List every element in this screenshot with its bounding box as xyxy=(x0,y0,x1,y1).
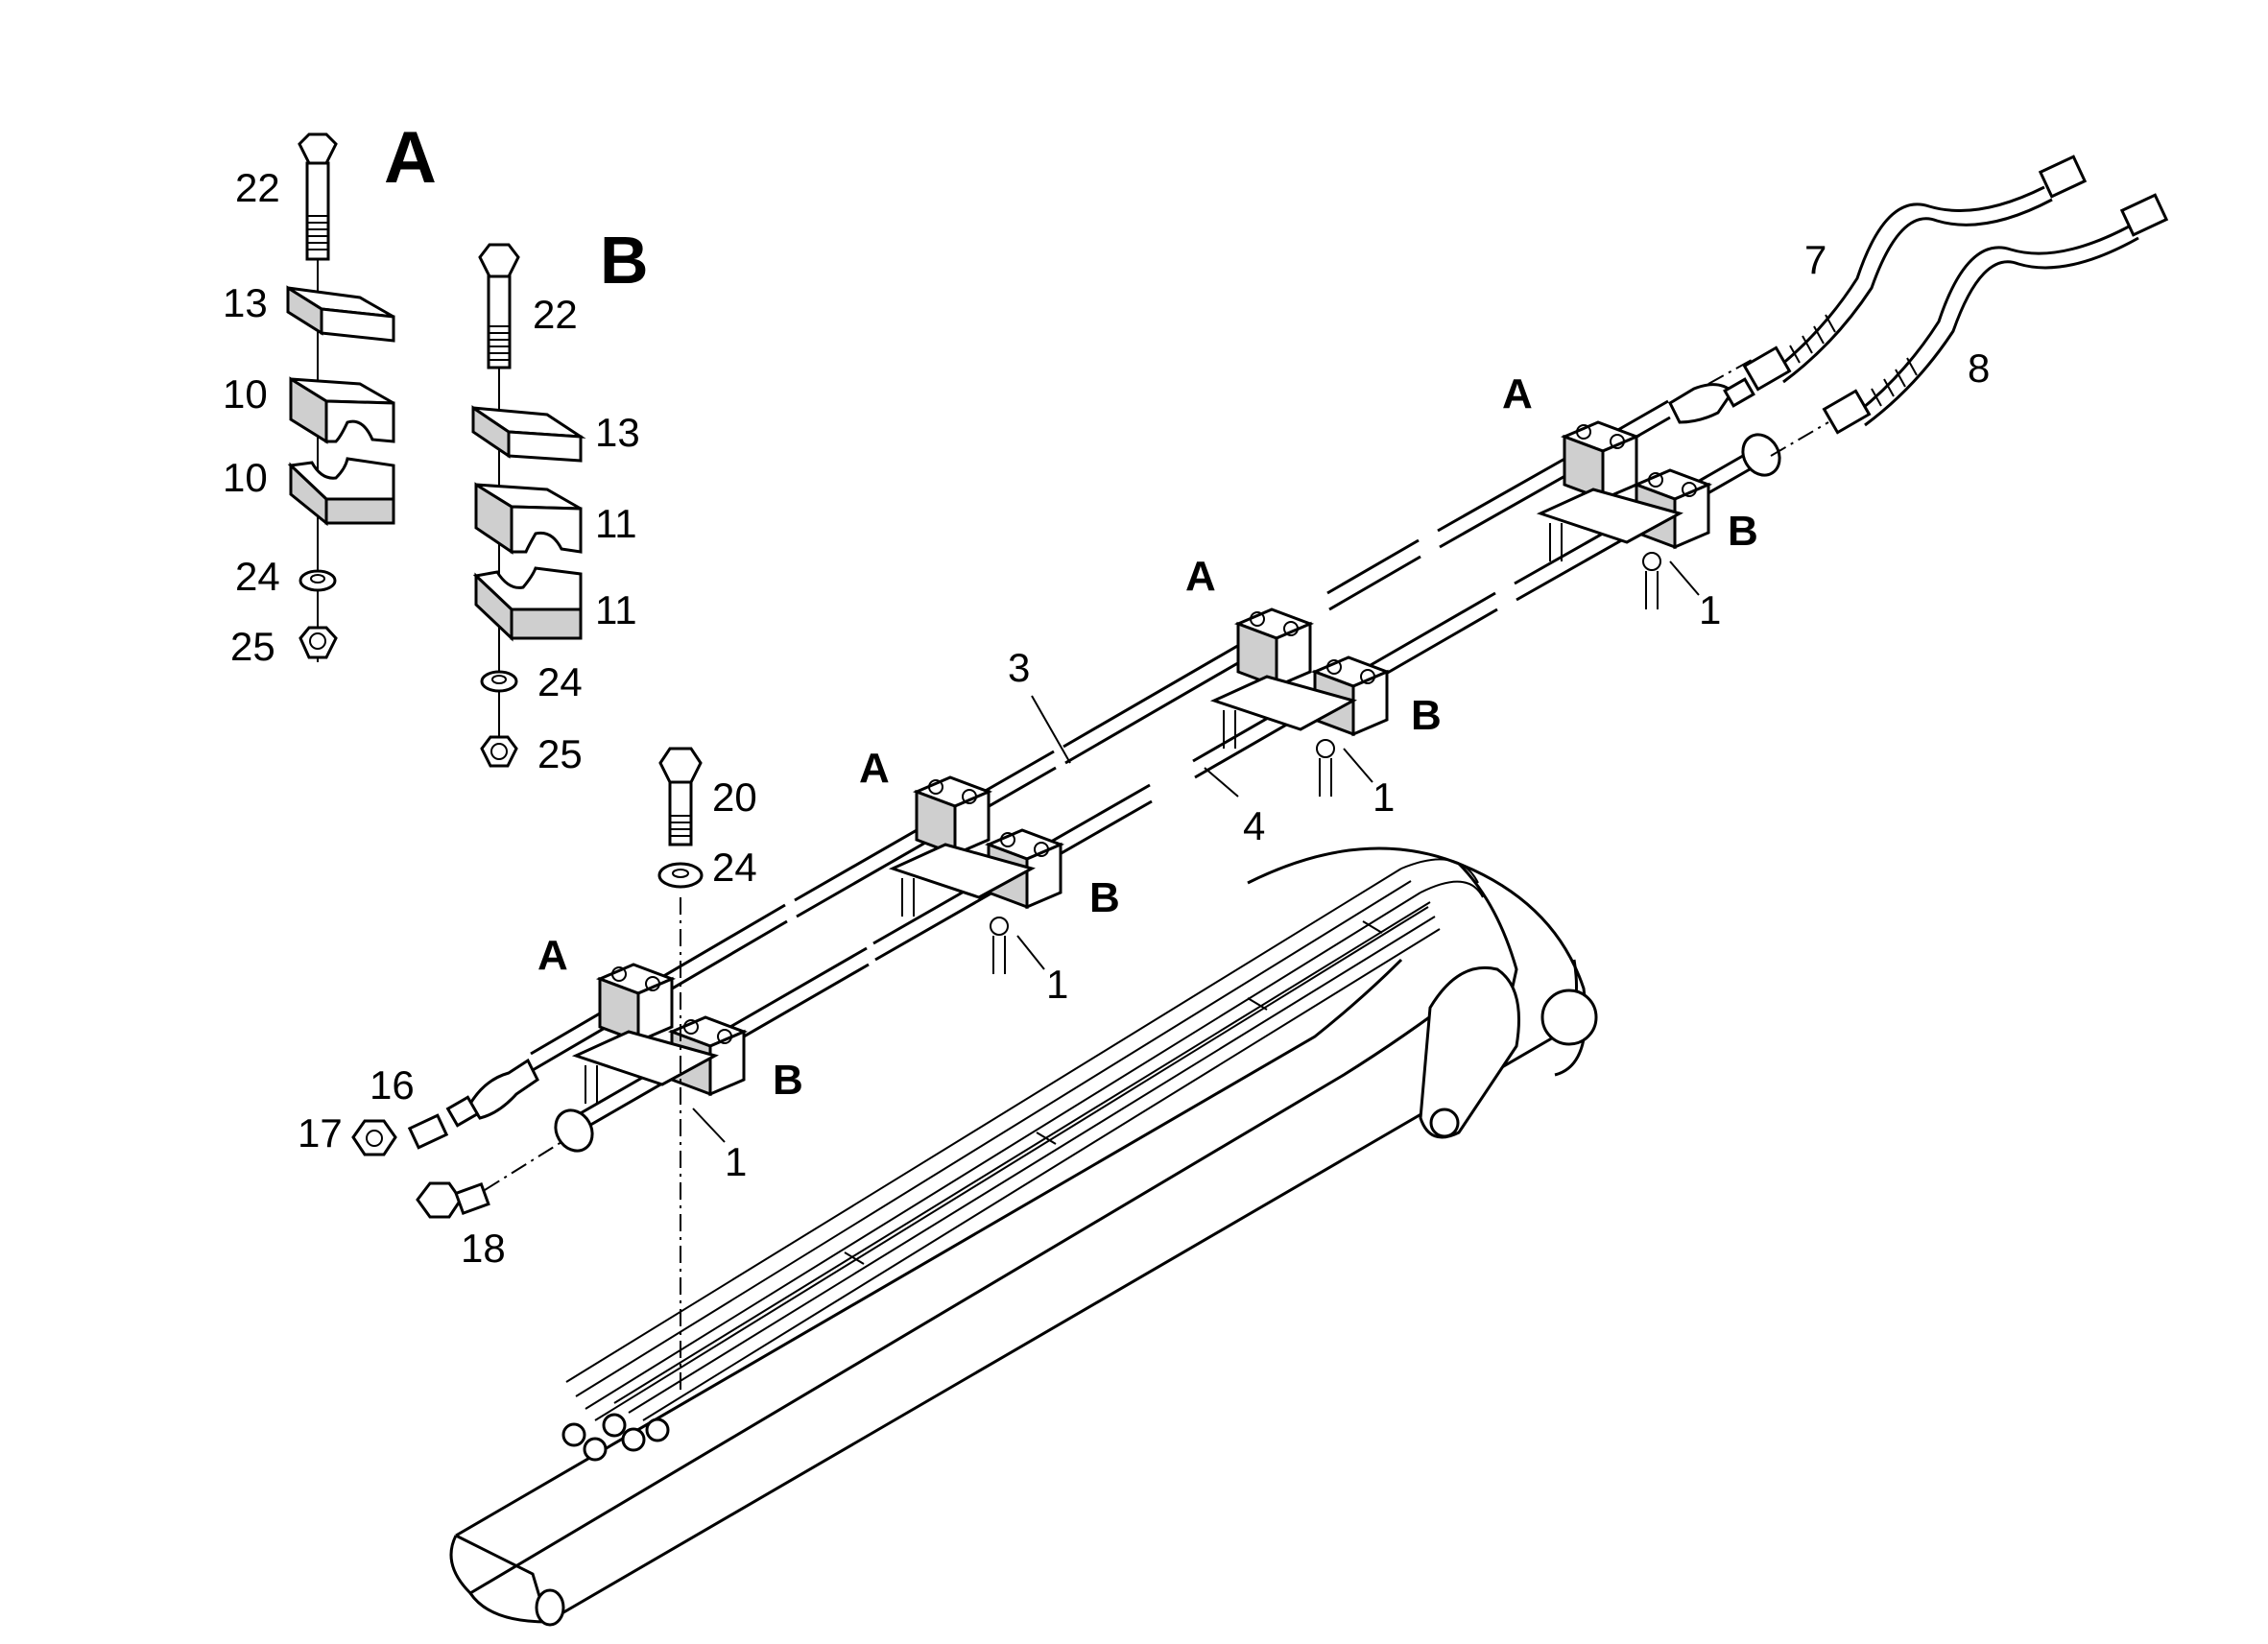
boom-arm xyxy=(449,846,1598,1627)
label-24c: 24 xyxy=(712,845,757,890)
bracket-1d xyxy=(1536,488,1683,609)
pipe-assembly xyxy=(445,377,1781,1153)
hose-upper xyxy=(1742,155,2088,392)
clamp-a-4 xyxy=(1560,420,1641,502)
pipe-a-rear-fitting xyxy=(1668,377,1755,424)
detail-a-clamp-half-upper xyxy=(289,376,395,444)
pipe-a-front-fitting xyxy=(445,1058,539,1128)
plug-leader xyxy=(484,1141,562,1191)
label-7: 7 xyxy=(1804,237,1826,282)
label-13b: 13 xyxy=(595,410,640,455)
bracket-1b xyxy=(888,843,1036,974)
label-11b: 11 xyxy=(595,587,637,632)
detail-b-exploded-clamp xyxy=(471,243,586,768)
detail-b-clamp-half-lower xyxy=(472,566,583,642)
detail-a-nut xyxy=(298,626,338,659)
label-1d-leader xyxy=(1669,560,1700,596)
clamp-b-3 xyxy=(1310,655,1392,737)
detail-a-bolt xyxy=(298,132,338,261)
label-1c: 1 xyxy=(1373,774,1395,820)
label-24a: 24 xyxy=(235,554,280,599)
hose-lower xyxy=(1822,193,2169,435)
bracket-1c xyxy=(1209,675,1357,797)
label-a-3: A xyxy=(1185,553,1216,600)
detail-b-title: B xyxy=(600,223,649,298)
detail-b-nut xyxy=(480,735,518,768)
detail-a-plate xyxy=(286,285,395,343)
label-b-3: B xyxy=(1411,692,1442,739)
pipe-b-rear-end xyxy=(1741,433,1781,477)
label-b-2: B xyxy=(1089,874,1120,921)
detail-b-bolt xyxy=(478,243,520,369)
detail-b-plate xyxy=(471,405,586,463)
pipe-b-front-end xyxy=(554,1108,594,1153)
label-3-leader xyxy=(1031,695,1071,764)
detail-b-clamp-half-upper xyxy=(474,482,583,555)
label-20: 20 xyxy=(712,774,757,820)
label-10b: 10 xyxy=(223,455,268,500)
front-washer xyxy=(657,862,704,889)
label-22a: 22 xyxy=(235,165,280,210)
label-1c-leader xyxy=(1343,748,1373,783)
label-18: 18 xyxy=(461,1226,506,1271)
detail-b-washer xyxy=(480,670,518,693)
label-4-leader xyxy=(1204,767,1239,798)
label-4: 4 xyxy=(1243,803,1265,848)
nut-17 xyxy=(351,1119,397,1156)
label-a-1: A xyxy=(537,932,568,979)
hose-lower-leader xyxy=(1770,421,1829,457)
front-bolt xyxy=(658,747,703,846)
detail-a-title: A xyxy=(384,117,437,199)
label-8: 8 xyxy=(1968,345,1990,391)
label-1b-leader xyxy=(1016,935,1045,970)
label-13a: 13 xyxy=(223,280,268,325)
detail-a-exploded-clamp xyxy=(286,132,395,662)
detail-a-washer xyxy=(298,569,337,592)
label-b-1: B xyxy=(773,1057,803,1104)
clamp-a-1 xyxy=(595,963,677,1044)
label-17: 17 xyxy=(298,1110,343,1156)
label-1a-leader xyxy=(692,1108,726,1143)
label-24b: 24 xyxy=(537,659,583,704)
label-a-4: A xyxy=(1502,370,1533,417)
label-1a: 1 xyxy=(725,1139,747,1184)
label-25a: 25 xyxy=(230,624,275,669)
label-22b: 22 xyxy=(533,292,578,337)
label-3: 3 xyxy=(1008,645,1030,690)
label-a-2: A xyxy=(859,745,890,792)
label-b-4: B xyxy=(1728,508,1758,555)
label-11a: 11 xyxy=(595,501,637,546)
label-25b: 25 xyxy=(537,731,583,776)
label-10a: 10 xyxy=(223,371,268,417)
clamp-a-2 xyxy=(912,775,993,857)
label-16: 16 xyxy=(370,1062,415,1108)
fitting-16 xyxy=(407,1113,449,1150)
label-1d: 1 xyxy=(1699,587,1721,632)
label-1b: 1 xyxy=(1046,962,1068,1007)
plug-18 xyxy=(416,1181,490,1219)
labels: A B 22 13 10 10 24 25 22 13 11 11 24 25 … xyxy=(223,117,1990,1271)
detail-a-clamp-half-lower xyxy=(287,457,395,527)
clamp-a-3 xyxy=(1233,608,1315,689)
hose-upper-leader xyxy=(1707,359,1753,385)
